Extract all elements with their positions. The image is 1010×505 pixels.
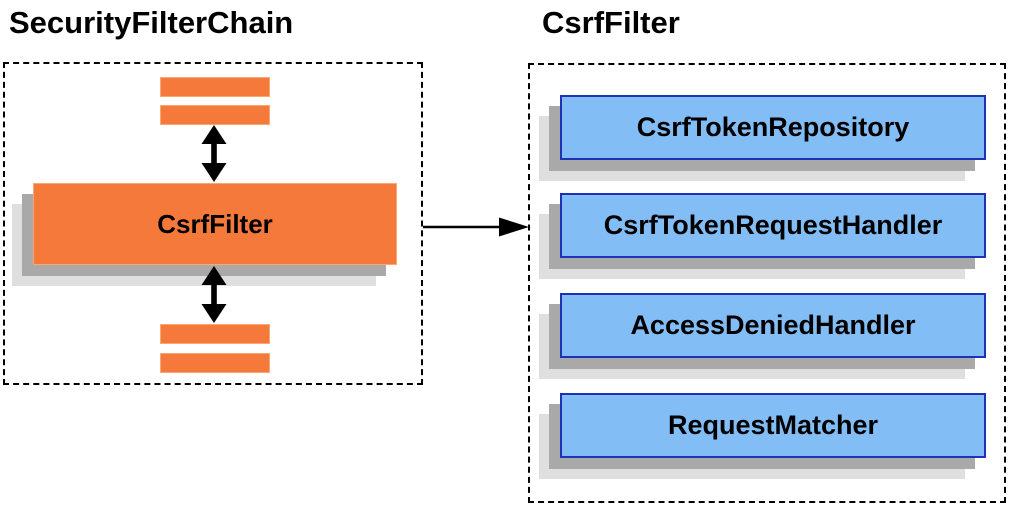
box-label: AccessDeniedHandler [630,310,916,340]
double-arrow-icon [201,125,227,182]
box-request-matcher: RequestMatcher [560,393,986,458]
arrow-right-icon [423,217,529,237]
box-csrf-token-repository: CsrfTokenRepository [560,95,986,160]
box-label: RequestMatcher [667,410,879,440]
security-filter-chain-title: SecurityFilterChain [9,5,294,40]
box-label: CsrfTokenRepository [636,112,910,142]
box-csrf-token-request-handler: CsrfTokenRequestHandler [560,193,986,258]
box-access-denied-handler: AccessDeniedHandler [560,293,986,358]
security-filter-chain-container [3,62,423,385]
box-label: CsrfTokenRequestHandler [603,210,943,240]
csrf-filter-box-label: CsrfFilter [157,208,273,239]
filter-placeholder-bar [160,105,270,125]
filter-placeholder-bar [160,77,270,97]
double-arrow-icon [201,266,227,323]
filter-placeholder-bar [160,353,270,373]
csrf-filter-box: CsrfFilter [33,183,397,265]
csrf-filter-title: CsrfFilter [542,5,680,40]
csrf-filter-container [528,63,1006,503]
filter-placeholder-bar [160,324,270,344]
